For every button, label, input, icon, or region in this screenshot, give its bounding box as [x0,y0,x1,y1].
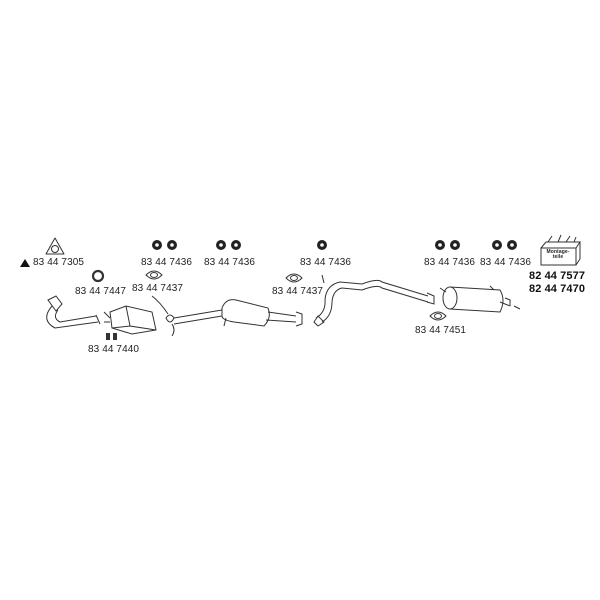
part-number-flange: 83 44 7305 [33,257,85,268]
catalytic-converter [103,305,157,335]
part-number-rear-gasket: 83 44 7451 [415,325,467,336]
gasket-icon [145,270,447,321]
part-number-hanger: 83 44 7436 [424,257,476,268]
box-label-line-2: teile [552,254,564,260]
part-number-mounting-kit-1: 82 44 7577 [529,270,586,282]
rear-muffler [439,285,521,313]
part-number-mounting-kit-2: 82 44 7470 [529,283,586,295]
part-number-ring-gasket: 83 44 7447 [75,286,127,297]
part-number-hanger: 83 44 7436 [204,257,256,268]
flange-icon [45,237,65,255]
mounting-kit-box-label: Montage-teile [543,250,573,260]
intermediate-pipe [313,274,435,327]
ring-gasket-icon [91,269,105,283]
part-number-hanger: 83 44 7436 [141,257,193,268]
triangle-marker-icon [20,259,30,267]
box-label-line-1: Montage- [546,249,570,255]
part-number-gasket: 83 44 7437 [272,286,324,297]
clamp-icon [106,333,117,340]
part-number-hanger: 83 44 7436 [300,257,352,268]
part-number-clamps: 83 44 7440 [88,344,140,355]
hanger-icon [152,240,517,250]
center-pipe [151,295,303,337]
part-number-gasket: 83 44 7437 [132,283,184,294]
part-number-hanger: 83 44 7436 [480,257,532,268]
front-pipe [46,295,101,329]
mounting-kit-box-icon [540,234,581,266]
